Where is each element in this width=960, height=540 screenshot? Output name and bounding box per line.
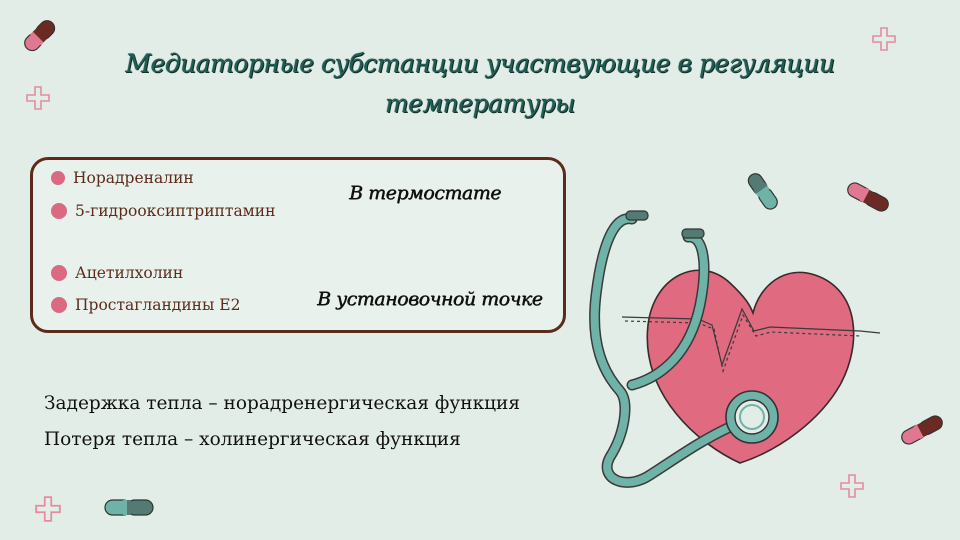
slide-title-line-2: температуры — [384, 89, 576, 118]
pill-icon — [901, 415, 943, 445]
list-item-label: Норадреналин — [73, 169, 194, 187]
slide-title-line-1: Медиаторные субстанции участвующие в рег… — [125, 49, 835, 78]
slide-title: Медиаторные субстанции участвующие в рег… — [100, 44, 860, 124]
stethoscope-icon — [589, 210, 779, 488]
list-item: Простагландины Е2 — [51, 296, 240, 314]
bullet-icon — [51, 297, 67, 313]
setpoint-label: В установочной точке — [317, 288, 543, 310]
heat-retention-text: Задержка тепла – норадренергическая функ… — [44, 393, 521, 414]
heartbeat-line-icon — [621, 307, 881, 374]
mediator-box: Норадреналин 5-гидрооксиптриптамин Ацети… — [30, 157, 566, 333]
plus-icon — [840, 474, 864, 498]
bullet-icon — [51, 265, 67, 281]
plus-icon — [35, 496, 61, 522]
pill-icon — [104, 499, 154, 516]
list-item-label: Ацетилхолин — [75, 264, 184, 282]
heart-stethoscope-illustration — [589, 210, 881, 488]
list-item: 5-гидрооксиптриптамин — [51, 202, 275, 220]
list-item-label: Простагландины Е2 — [75, 296, 241, 314]
thermostat-label: В термостате — [349, 182, 501, 204]
list-item-label: 5-гидрооксиптриптамин — [75, 202, 276, 220]
bullet-icon — [51, 171, 65, 185]
pill-icon — [847, 182, 889, 212]
list-item: Ацетилхолин — [51, 264, 183, 282]
plus-icon — [26, 86, 50, 110]
list-item: Норадреналин — [51, 169, 194, 187]
pill-icon — [24, 20, 56, 52]
plus-icon — [872, 27, 896, 51]
heat-loss-text: Потеря тепла – холинергическая функция — [44, 429, 461, 450]
bullet-icon — [51, 203, 67, 219]
pill-icon — [747, 173, 778, 210]
